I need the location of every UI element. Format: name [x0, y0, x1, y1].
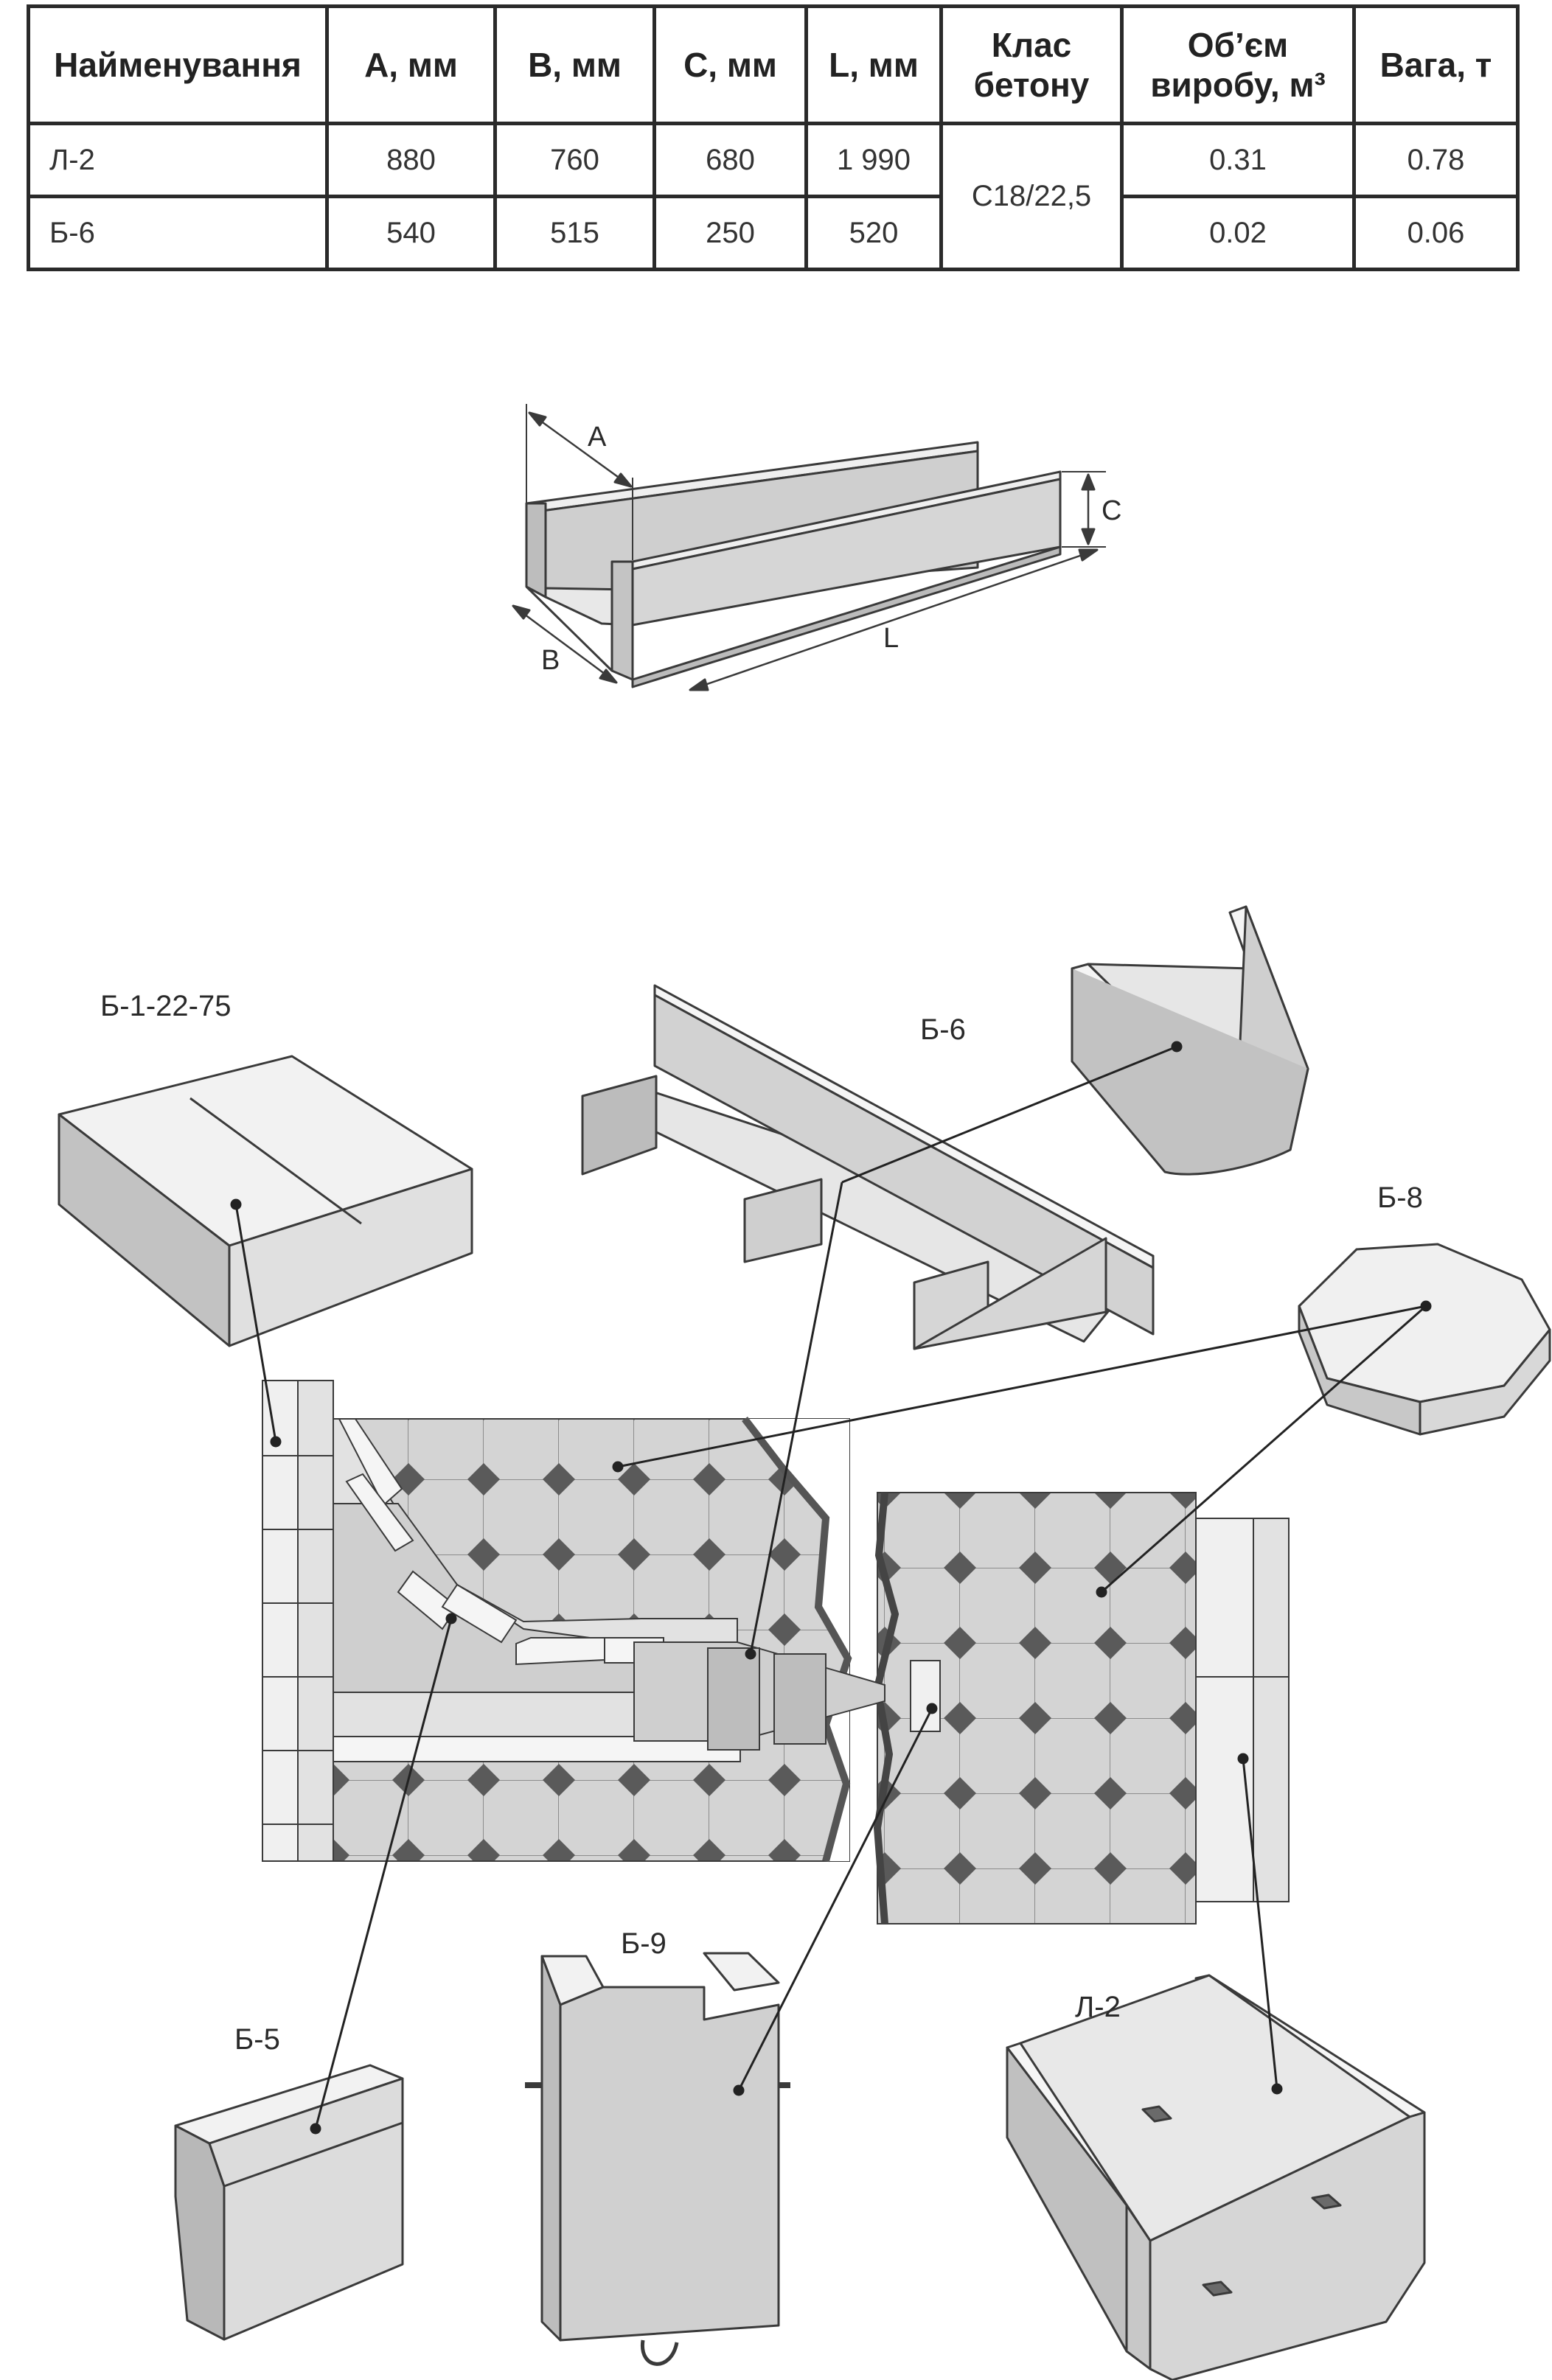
- dim-label-c: C: [1102, 495, 1121, 526]
- row-weight: 0.78: [1352, 122, 1520, 198]
- row-c: 680: [653, 122, 808, 198]
- row-name: Л-2: [27, 122, 329, 198]
- table-header-row: Найменування A, мм B, мм C, мм L, мм Кла…: [27, 4, 1520, 125]
- block-l2-drawing: [1006, 1974, 1426, 2380]
- row-weight: 0.06: [1352, 195, 1520, 271]
- header-name: Найменування: [27, 4, 329, 125]
- table-row: Б-6 540 515 250 520 0.02 0.06: [27, 195, 1520, 271]
- row-b: 515: [493, 195, 656, 271]
- dim-label-b: B: [541, 645, 560, 676]
- block-b6-drawing: [581, 984, 1155, 1350]
- header-c: C, мм: [653, 4, 808, 125]
- leader-lines: [230, 1041, 1432, 2135]
- header-concrete-class: Клас бетону: [939, 4, 1124, 125]
- callout-l2: Л-2: [1075, 1991, 1121, 2023]
- header-b: B, мм: [493, 4, 656, 125]
- row-volume: 0.31: [1120, 122, 1356, 198]
- block-small-channel-drawing: [1071, 905, 1309, 1176]
- row-volume: 0.02: [1120, 195, 1356, 271]
- row-l: 1 990: [804, 122, 943, 198]
- dim-label-l: L: [883, 623, 899, 654]
- concrete-class-cell: C18/22,5: [939, 122, 1124, 271]
- header-l: L, мм: [804, 4, 943, 125]
- row-c: 250: [653, 195, 808, 271]
- spec-table: Найменування A, мм B, мм C, мм L, мм Кла…: [27, 4, 1520, 271]
- block-b1-drawing: [58, 1055, 473, 1347]
- block-b5-drawing: [174, 2064, 404, 2341]
- callout-b6: Б-6: [920, 1013, 966, 1046]
- block-b9-drawing: [525, 1952, 790, 2366]
- callout-b8: Б-8: [1377, 1182, 1423, 1214]
- layout-plan: [262, 1380, 1290, 1924]
- header-volume: Об’єм виробу, м³: [1120, 4, 1356, 125]
- row-l: 520: [804, 195, 943, 271]
- header-a: A, мм: [325, 4, 497, 125]
- row-a: 540: [325, 195, 497, 271]
- row-b: 760: [493, 122, 656, 198]
- row-name: Б-6: [27, 195, 329, 271]
- callout-b1: Б-1-22-75: [100, 990, 231, 1022]
- dim-label-a: A: [588, 422, 607, 453]
- channel-dimension-diagram: [512, 404, 1106, 691]
- block-b8-drawing: [1298, 1243, 1551, 1436]
- row-a: 880: [325, 122, 497, 198]
- table-row: Л-2 880 760 680 1 990 C18/22,5 0.31 0.78: [27, 122, 1520, 271]
- callout-b9: Б-9: [621, 1927, 667, 1960]
- header-weight: Вага, т: [1352, 4, 1520, 125]
- callout-b5: Б-5: [234, 2023, 280, 2056]
